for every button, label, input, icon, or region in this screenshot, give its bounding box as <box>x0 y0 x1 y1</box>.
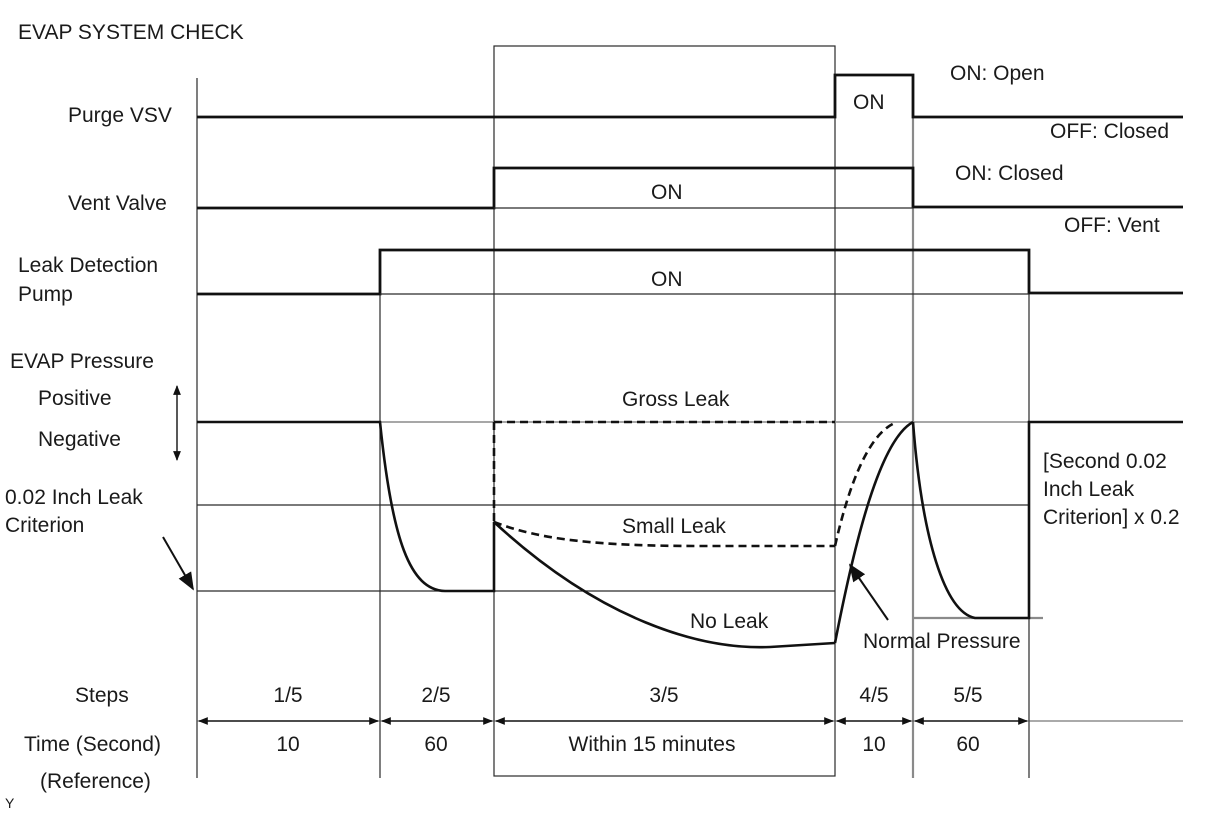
pump-label-line2: Pump <box>18 283 73 306</box>
small-leak-label: Small Leak <box>622 515 726 538</box>
second-criterion-line3: Criterion] x 0.2 <box>1043 506 1180 529</box>
criterion-label-line1: 0.02 Inch Leak <box>5 486 143 509</box>
corner-mark: Y <box>5 795 15 811</box>
time-row: Time (Second) (Reference) 10 60 Within 1… <box>24 733 980 793</box>
purge-vsv-on-desc: ON: Open <box>950 62 1045 85</box>
step3-frame <box>493 45 836 777</box>
diagram-title: EVAP SYSTEM CHECK <box>18 21 244 44</box>
step-5: 5/5 <box>953 684 982 707</box>
negative-label: Negative <box>38 428 121 451</box>
small-leak-curve <box>493 520 835 548</box>
vent-valve-off-desc: OFF: Vent <box>1064 214 1160 237</box>
pump-row: Leak Detection Pump ON <box>18 248 1183 306</box>
time-reference: (Reference) <box>40 770 151 793</box>
time-4: 10 <box>862 733 885 756</box>
step-4: 4/5 <box>859 684 888 707</box>
criterion-pointer-arrow <box>162 536 194 591</box>
second-criterion-line1: [Second 0.02 <box>1043 450 1167 473</box>
gross-leak-label: Gross Leak <box>622 388 730 411</box>
vent-valve-on-desc: ON: Closed <box>955 162 1064 185</box>
time-1: 10 <box>276 733 299 756</box>
vent-valve-on: ON <box>651 181 683 204</box>
purge-vsv-on: ON <box>853 91 885 114</box>
pump-on: ON <box>651 268 683 291</box>
time-3: Within 15 minutes <box>569 733 736 756</box>
step-3: 3/5 <box>649 684 678 707</box>
time-label: Time (Second) <box>24 733 161 756</box>
vent-valve-signal <box>197 166 1183 210</box>
evap-pressure-label: EVAP Pressure <box>10 350 154 373</box>
pump-label-line1: Leak Detection <box>18 254 158 277</box>
pressure-step1-2 <box>197 420 496 593</box>
time-5: 60 <box>956 733 979 756</box>
vent-valve-label: Vent Valve <box>68 192 167 215</box>
time-2: 60 <box>424 733 447 756</box>
step-2: 2/5 <box>421 684 450 707</box>
purge-vsv-off-desc: OFF: Closed <box>1050 120 1169 143</box>
normal-pressure-curve <box>833 420 914 644</box>
pump-signal <box>197 248 1183 296</box>
steps-row: Steps 1/5 2/5 3/5 4/5 5/5 <box>75 684 983 707</box>
positive-label: Positive <box>38 387 112 410</box>
no-leak-label: No Leak <box>690 610 769 633</box>
second-criterion-line2: Inch Leak <box>1043 478 1135 501</box>
vent-valve-row: Vent Valve ON ON: Closed OFF: Vent <box>68 162 1183 237</box>
purge-vsv-row: Purge VSV ON ON: Open OFF: Closed <box>68 62 1183 143</box>
criterion-label-line2: Criterion <box>5 514 84 537</box>
evap-pressure-section: EVAP Pressure Positive Negative 0.02 Inc… <box>5 350 1183 653</box>
pressure-step5 <box>911 420 1183 620</box>
no-leak-curve <box>493 521 836 649</box>
steps-label: Steps <box>75 684 129 707</box>
normal-pressure-pointer <box>848 563 889 621</box>
normal-pressure-label: Normal Pressure <box>863 630 1021 653</box>
purge-vsv-signal <box>197 73 1183 119</box>
step-1: 1/5 <box>273 684 302 707</box>
purge-vsv-label: Purge VSV <box>68 104 172 127</box>
small-leak-rise <box>833 420 898 547</box>
